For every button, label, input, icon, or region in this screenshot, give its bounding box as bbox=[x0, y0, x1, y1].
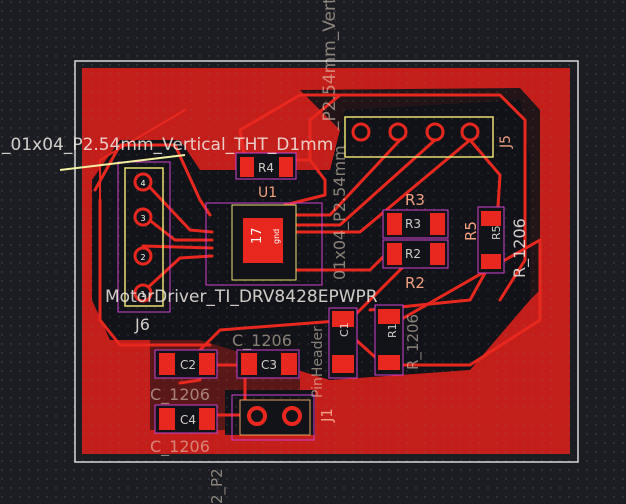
svg-text:gnd: gnd bbox=[272, 229, 281, 244]
svg-text:C3: C3 bbox=[261, 358, 277, 372]
svg-text:R1: R1 bbox=[386, 323, 399, 338]
svg-text:R3: R3 bbox=[405, 217, 421, 231]
capacitor-c1[interactable]: C1 bbox=[328, 307, 358, 379]
resistor-r3[interactable]: R3 R3 bbox=[382, 191, 449, 239]
svg-text:1: 1 bbox=[140, 290, 145, 299]
board-outline bbox=[74, 60, 579, 463]
ref-label: J5 bbox=[498, 135, 514, 149]
silkscreen-texts: _01x04_P2.54mm_Vertical_THT_D1mm _P2.54m… bbox=[1, 0, 530, 504]
capacitor-c2[interactable]: C2 bbox=[154, 349, 218, 379]
svg-text:2: 2 bbox=[140, 253, 145, 262]
connector-j6[interactable]: 4 3 2 1 J6 bbox=[117, 161, 171, 334]
svg-text:R2: R2 bbox=[405, 247, 421, 261]
svg-text:C4: C4 bbox=[180, 413, 196, 427]
ratsnest-line bbox=[59, 154, 186, 171]
resistor-r5[interactable]: R5 R5 bbox=[462, 206, 505, 274]
capacitor-c4[interactable]: C4 bbox=[154, 404, 218, 434]
svg-text:01x04_P2.54mm: 01x04_P2.54mm bbox=[330, 145, 350, 280]
ref-label: J1 bbox=[318, 408, 336, 423]
pin: 4 3 2 1 bbox=[133, 172, 153, 303]
ref-label: R5 bbox=[462, 221, 480, 241]
ref-label: R2 bbox=[405, 274, 425, 292]
connector-j1[interactable]: J1 bbox=[231, 394, 336, 441]
svg-text:4: 4 bbox=[140, 179, 145, 188]
resistor-r2[interactable]: R2 R2 bbox=[382, 239, 449, 292]
svg-text:R5: R5 bbox=[490, 225, 503, 240]
svg-text:_01x04_P2.54mm_Vertical_THT_D1: _01x04_P2.54mm_Vertical_THT_D1mm bbox=[1, 135, 333, 155]
svg-text:_P2.54mm_VerticalL: _P2.54mm_VerticalL bbox=[320, 0, 340, 131]
svg-text:R4: R4 bbox=[258, 161, 274, 175]
svg-text:2_P2: 2_P2 bbox=[208, 468, 227, 504]
svg-text:C_1206: C_1206 bbox=[150, 385, 210, 405]
ref-label: J6 bbox=[134, 315, 150, 334]
svg-text:R_1206: R_1206 bbox=[404, 314, 423, 370]
resistor-r1[interactable]: R1 bbox=[374, 304, 404, 376]
ref-label: U1 bbox=[258, 185, 277, 201]
svg-text:C_1206: C_1206 bbox=[232, 331, 292, 351]
connector-j5[interactable]: J5 bbox=[344, 116, 514, 158]
svg-text:C_1206: C_1206 bbox=[150, 437, 210, 457]
ic-u1[interactable]: 17 gnd bbox=[205, 202, 323, 286]
svg-text:C1: C1 bbox=[338, 322, 351, 337]
capacitor-c3[interactable]: C3 bbox=[236, 349, 300, 379]
svg-text:PinHeader: PinHeader bbox=[310, 326, 326, 398]
traces bbox=[93, 93, 542, 417]
ref-label: R3 bbox=[405, 191, 425, 209]
svg-text:17: 17 bbox=[250, 227, 265, 244]
svg-text:C2: C2 bbox=[180, 358, 196, 372]
resistor-r4[interactable]: R4 bbox=[235, 152, 297, 180]
svg-text:3: 3 bbox=[140, 214, 145, 223]
svg-text:R_1206: R_1206 bbox=[510, 218, 530, 278]
svg-text:MotorDriver_TI_DRV8428EPWPR: MotorDriver_TI_DRV8428EPWPR bbox=[105, 287, 378, 307]
